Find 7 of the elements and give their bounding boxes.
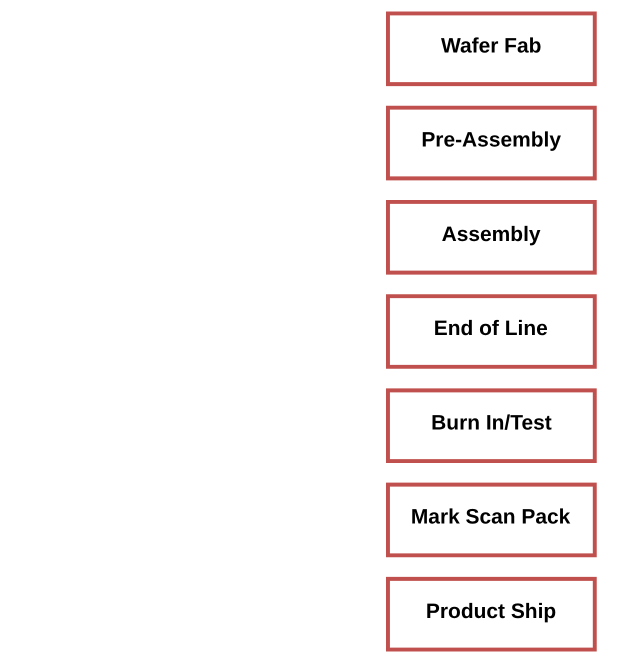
node-box: Burn In/Test	[386, 388, 597, 464]
node-box: End of Line	[386, 294, 597, 369]
node-box: Wafer Fab	[386, 11, 597, 86]
node-box: Mark Scan Pack	[386, 482, 597, 558]
node-box: Assembly	[386, 200, 597, 275]
node-box: Pre-Assembly	[386, 106, 597, 180]
node-box: Product Ship	[386, 576, 597, 652]
